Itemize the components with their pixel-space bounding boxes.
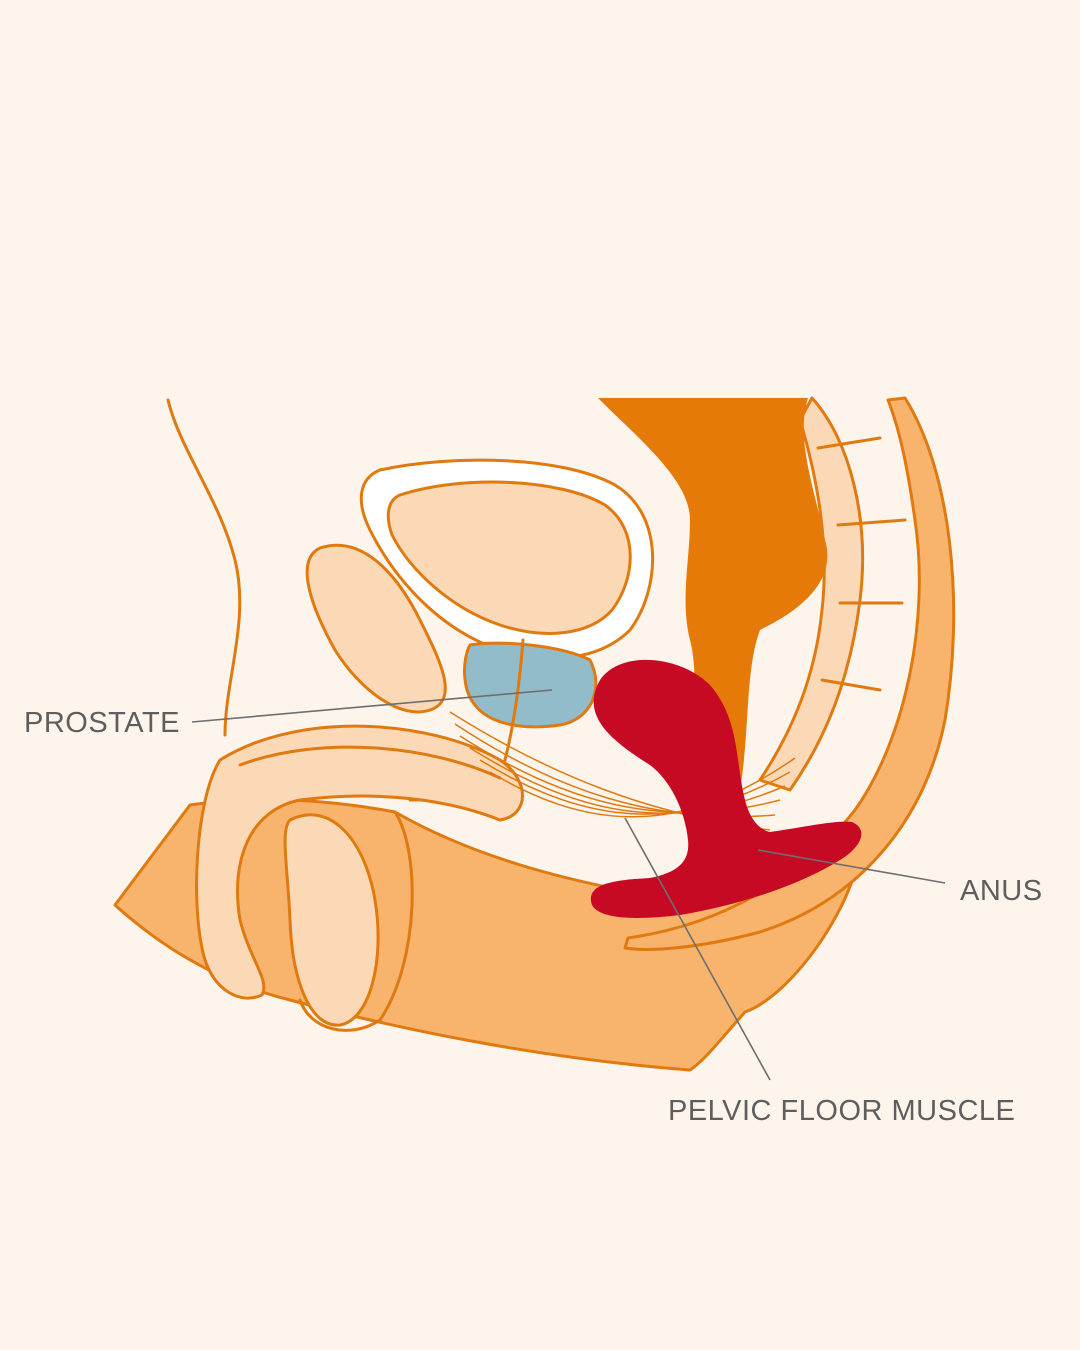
bladder (386, 480, 632, 635)
anus-label: ANUS (960, 875, 1043, 907)
prostate-leader-line (191, 689, 553, 723)
prostate-gland (463, 641, 598, 729)
penis-shaft (195, 724, 524, 1000)
scrotum-outline (298, 810, 414, 1032)
abdomen-outline (166, 398, 242, 737)
vertebra-divider-4 (820, 678, 882, 692)
pelvic-floor-leader-line (624, 817, 771, 1081)
penis-inner (238, 745, 502, 780)
rectum (598, 398, 828, 790)
anus-leader-line (757, 849, 946, 884)
testicle (283, 813, 380, 1027)
sacrum-band (623, 396, 956, 951)
prostate-massager-device (590, 659, 862, 918)
prostate-label: PROSTATE (24, 707, 180, 739)
pelvic-floor-muscle-label: PELVIC FLOOR MUSCLE (668, 1095, 1016, 1127)
vertebra-divider-2 (836, 518, 907, 527)
pubic-bone (305, 543, 447, 714)
vertebra-divider-1 (816, 436, 882, 450)
